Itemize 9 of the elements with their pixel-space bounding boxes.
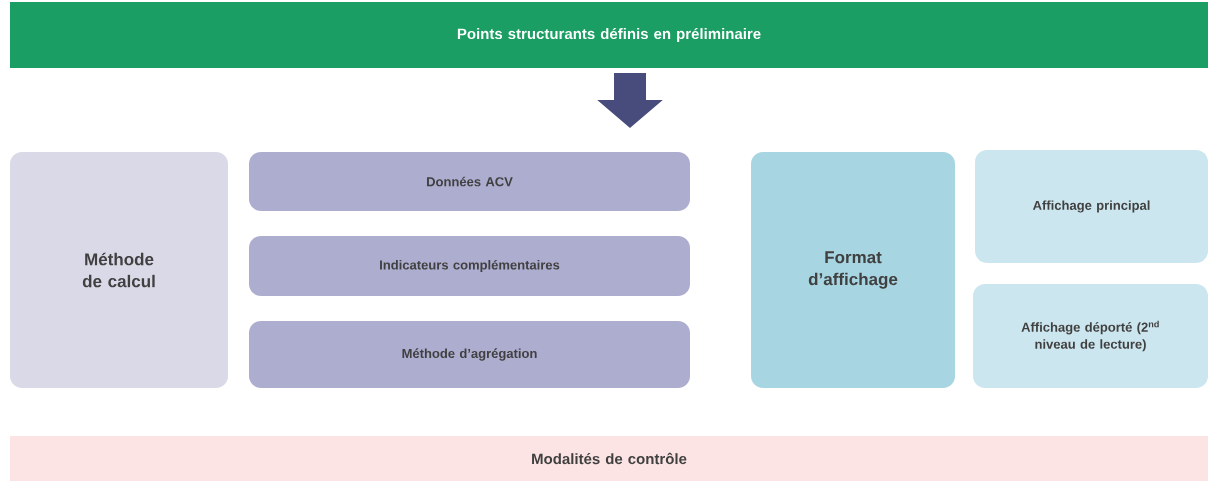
- category-box: Méthode de calcul: [10, 152, 228, 388]
- banner: Modalités de contrôle: [10, 436, 1208, 481]
- item-box: Données ACV: [249, 152, 690, 211]
- banner: Points structurants définis en préliminaire: [10, 2, 1208, 68]
- item-box: Affichage déporté (2$^{nd}$ niveau de lecture): [973, 284, 1208, 388]
- category-box: Format d’affichage: [751, 152, 955, 388]
- item-box: Indicateurs complémentaires: [249, 236, 690, 296]
- item-box: Méthode d’agrégation: [249, 321, 690, 388]
- item-box: Affichage principal: [975, 150, 1208, 263]
